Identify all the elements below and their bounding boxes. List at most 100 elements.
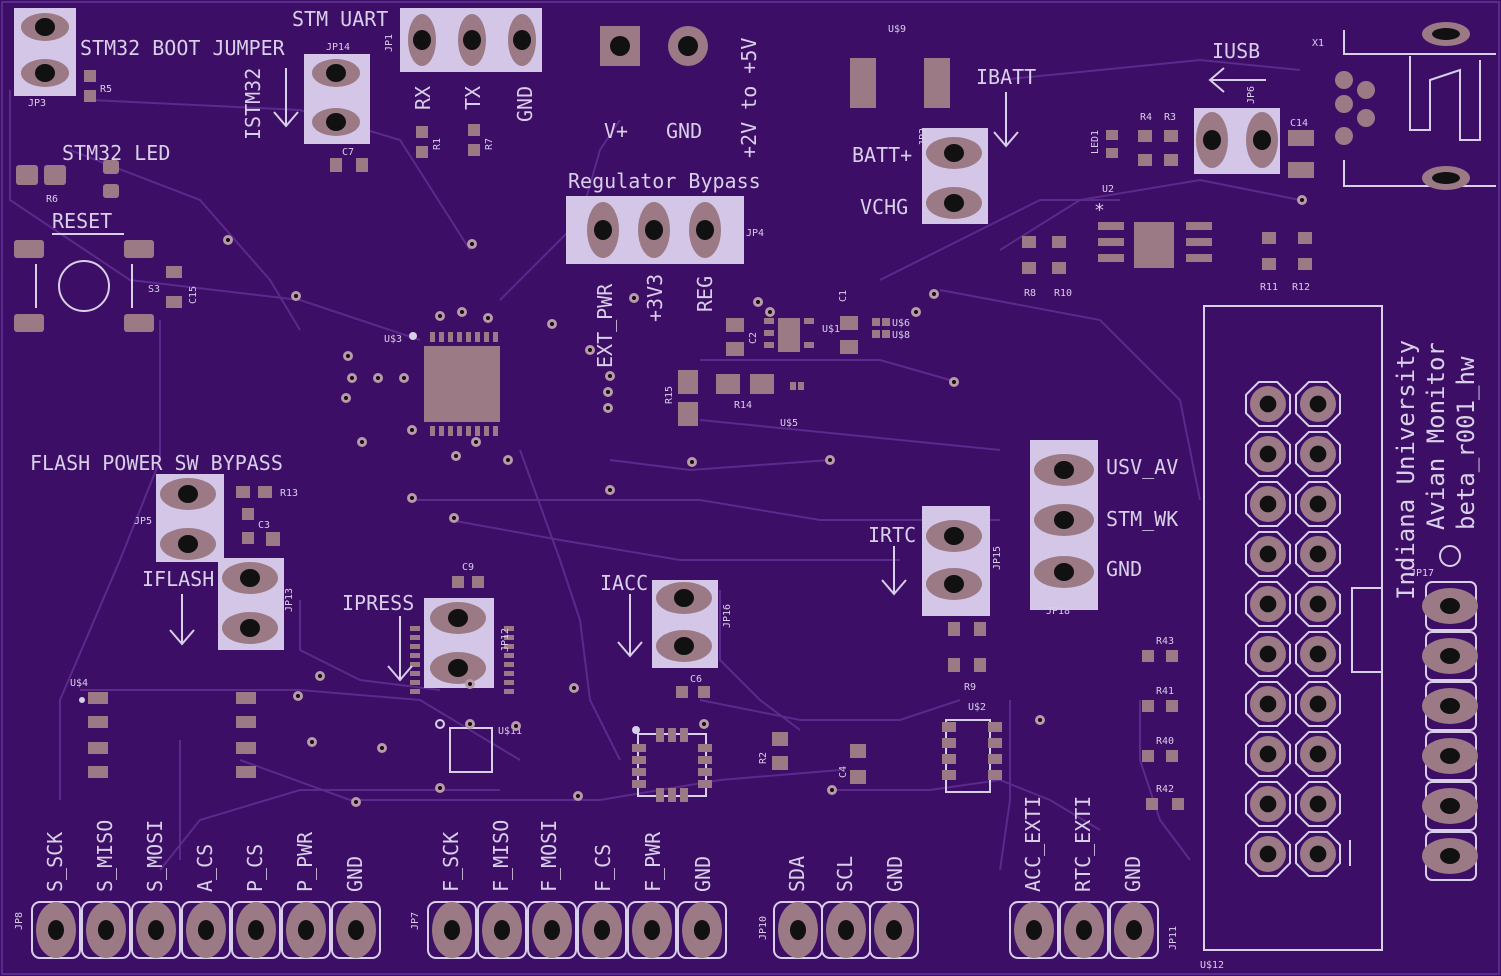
us12-pin-a-outline <box>1245 831 1291 877</box>
jp10-label-scl: SCL <box>833 856 857 892</box>
acc-pin-top <box>680 728 688 742</box>
jp1-hole-tx <box>463 30 481 50</box>
c6-pad-b <box>698 686 710 698</box>
jp1-hole-gnd <box>513 30 531 50</box>
reset-switch-s3[interactable] <box>14 240 154 332</box>
reg-pin-reg: REG <box>693 276 717 312</box>
jp15-hole-2 <box>944 575 964 593</box>
r5-refdes: R5 <box>100 84 112 95</box>
jp16-iacc-jumper[interactable] <box>652 580 718 668</box>
jp12-ipress-jumper[interactable] <box>424 598 494 688</box>
led-pad-b <box>44 165 66 185</box>
r8-refdes: R8 <box>1024 288 1036 299</box>
c6-pad-a <box>676 686 688 698</box>
via-hole <box>828 458 832 462</box>
c4-pad-a <box>850 744 866 758</box>
us12-pin-b-hole <box>1309 445 1327 463</box>
r2-refdes: R2 <box>758 752 769 764</box>
via-hole <box>606 406 610 410</box>
board-title-line-2: Avian Monitor <box>1422 342 1450 530</box>
r4-refdes: R4 <box>1140 112 1152 123</box>
right-pin-stm-wk: STM_WK <box>1106 507 1178 531</box>
jp15-refdes: JP15 <box>992 546 1003 570</box>
acc-pin-bottom <box>656 788 664 802</box>
via-hole <box>632 296 636 300</box>
us1-pin-1 <box>764 318 774 324</box>
us3-body-pad <box>424 346 500 422</box>
usb-connector-x1[interactable] <box>1335 22 1496 190</box>
irtc-label: IRTC <box>868 523 916 547</box>
us12-pin-a-hole <box>1259 745 1277 763</box>
jp10-i2c-header[interactable] <box>773 901 919 959</box>
us3-pin-bottom <box>448 426 453 436</box>
jp5-hole-1 <box>178 485 198 503</box>
us12-pin-a-outline <box>1245 731 1291 777</box>
us1-pin-3 <box>764 342 774 348</box>
via-hole <box>914 310 918 314</box>
jp3-boot-jumper[interactable] <box>14 8 76 96</box>
r6-pad-a <box>103 160 119 174</box>
jp17-pin-hole <box>1440 698 1460 714</box>
r8-pad-a <box>1022 236 1036 248</box>
us3-pin-top <box>475 332 480 342</box>
r42-refdes: R42 <box>1156 784 1174 795</box>
jp12-hole-1 <box>448 609 468 627</box>
jp6-usb-current-jumper[interactable] <box>1194 108 1280 174</box>
jp1-hole-rx <box>413 30 431 50</box>
us3-pin-left <box>410 644 420 649</box>
jp5-flash-bypass-jumper[interactable] <box>156 474 224 562</box>
us4-pin-5 <box>236 766 256 778</box>
us3-pin-right <box>504 662 514 667</box>
jp17-side-header[interactable] <box>1422 581 1478 881</box>
c1-pad-a <box>840 316 858 330</box>
vplus-hole <box>610 36 630 56</box>
jp2-battery-header[interactable] <box>922 128 988 224</box>
r6-pad-b <box>103 184 119 198</box>
via-hole <box>470 242 474 246</box>
c1-pad-b <box>840 340 858 354</box>
jp8-pins-hole <box>48 920 64 940</box>
traces <box>9 58 1301 871</box>
us4-pin-4 <box>88 766 108 778</box>
jp8-label-p-cs: P_CS <box>243 844 267 892</box>
jp13-iflash-jumper[interactable] <box>218 558 284 650</box>
s3-pad-2 <box>124 240 154 258</box>
us3-pin-top <box>448 332 453 342</box>
us12-pin-a-outline <box>1245 481 1291 527</box>
jp11-interrupt-header[interactable] <box>1009 901 1159 959</box>
jp7-flash-header[interactable] <box>427 901 727 959</box>
jp15-irtc-jumper[interactable] <box>922 506 990 616</box>
r9-pad-b <box>974 658 986 672</box>
via-hole <box>226 238 230 242</box>
right-pin-usv: USV_AV <box>1106 455 1178 479</box>
jp14-istm32-jumper[interactable] <box>304 54 370 144</box>
us3-pin-bottom <box>493 426 498 436</box>
r12-refdes: R12 <box>1292 282 1310 293</box>
us3-pin-right <box>504 626 514 631</box>
c3-refdes: C3 <box>258 520 270 531</box>
jp1-uart-header[interactable] <box>400 8 542 72</box>
jp4-regulator-bypass[interactable] <box>566 196 744 264</box>
us12-pin-b-hole <box>1309 495 1327 513</box>
jp17-pin1-marker-icon <box>1439 545 1461 567</box>
jp18-control-header[interactable] <box>1030 440 1098 610</box>
us12-2x10-header[interactable] <box>1203 305 1383 951</box>
c7-refdes: C7 <box>342 147 354 158</box>
acc-pin-left <box>632 744 646 752</box>
via-hole <box>514 724 518 728</box>
jp11-pins-hole <box>1026 920 1042 940</box>
x1-pin-5 <box>1335 127 1353 145</box>
c3b-pad <box>266 532 280 546</box>
jp11-labels: ACC_EXTI RTC_EXTI GND <box>1021 796 1145 892</box>
us3-pin-right <box>504 644 514 649</box>
us11-refdes: U$11 <box>498 726 522 737</box>
us3-pin-bottom <box>484 426 489 436</box>
jp13-refdes: JP13 <box>284 588 295 612</box>
jp8-pins-hole <box>148 920 164 940</box>
via-hole <box>402 376 406 380</box>
jp8-sensor-header[interactable] <box>31 901 381 959</box>
r1-pad-b <box>416 146 428 158</box>
jp4-refdes: JP4 <box>746 228 764 239</box>
us3-pin-top <box>430 332 435 342</box>
r42-pad-a <box>1146 798 1158 810</box>
